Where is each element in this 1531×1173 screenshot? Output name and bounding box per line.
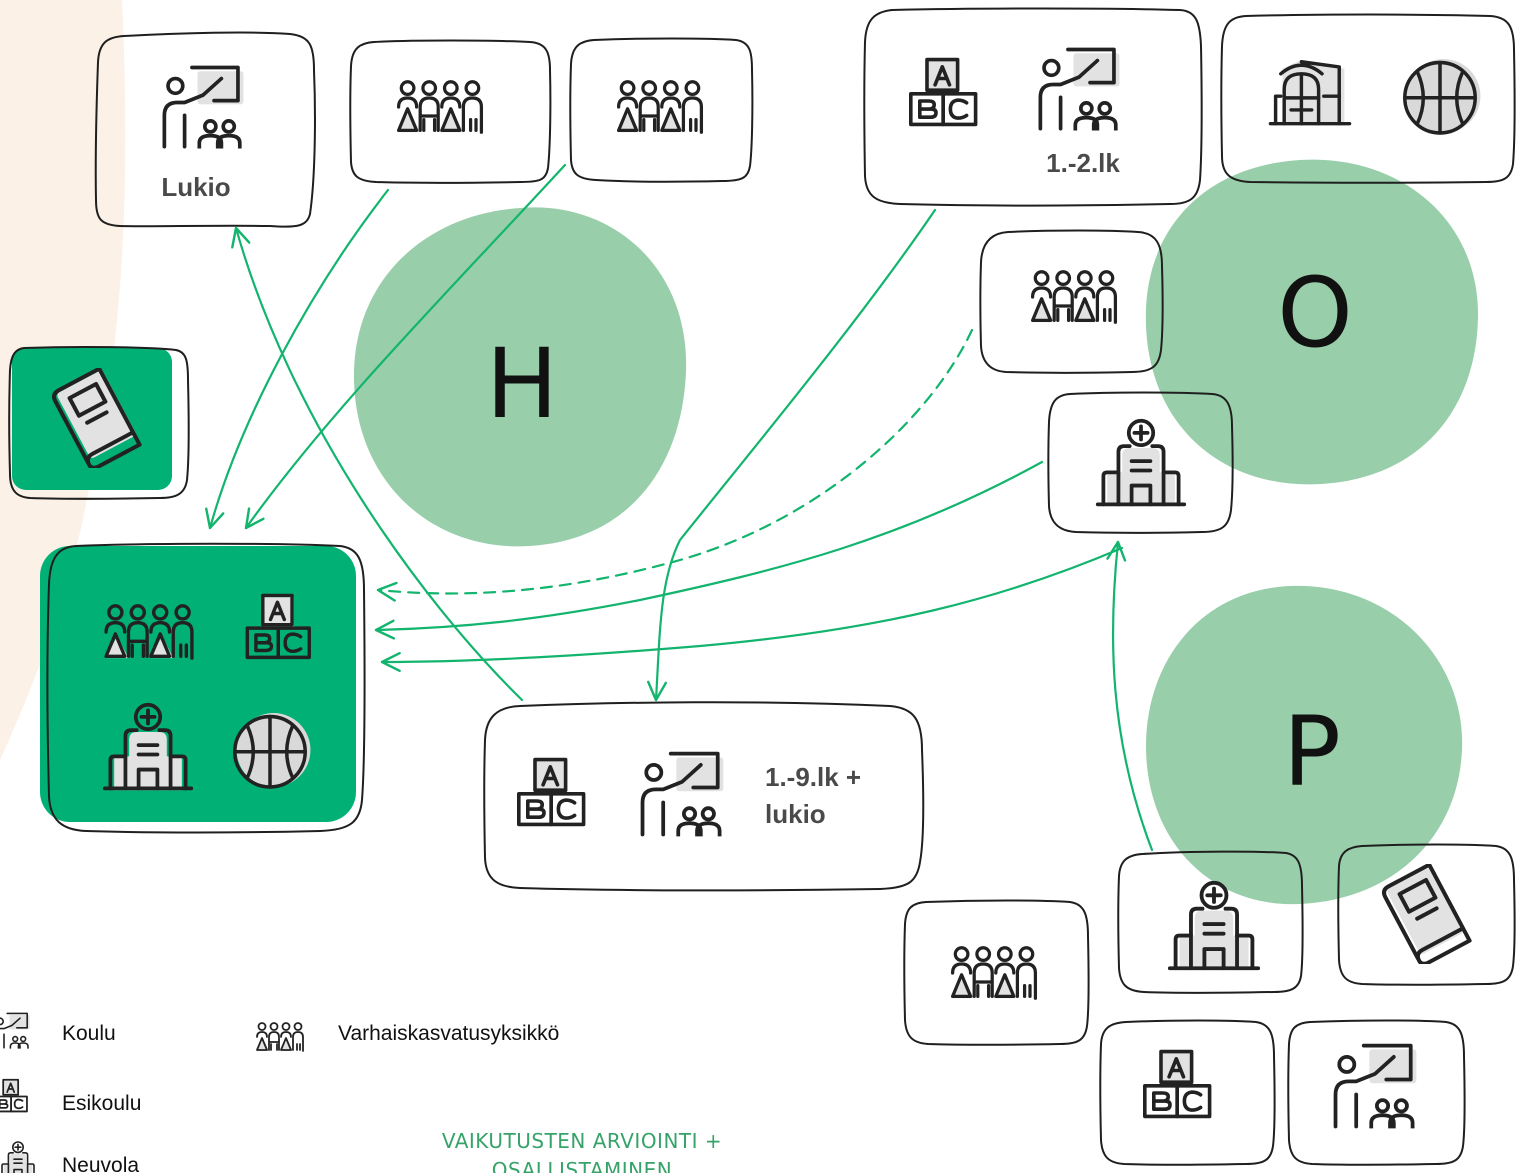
blob-h [353,207,687,547]
teacher-icon [643,754,724,837]
card-book-p [1337,843,1516,986]
abc-blocks-icon [908,57,978,127]
card-book-left [8,345,190,500]
teacher-icon [1336,1046,1417,1129]
legend-esikoulu: Esikoulu [62,1092,141,1115]
footer-line1: VAIKUTUSTEN ARVIOINTI + [442,1129,722,1153]
card-outlines [8,7,1516,1166]
card-abc-p [1099,1019,1276,1166]
blob-p [1146,585,1463,905]
card-label-grade-1-2: 1.-2.lk [1046,148,1120,178]
legend-varhaiskasvatus: Varhaiskasvatusyksikkö [338,1022,559,1045]
basketball-icon [233,711,313,789]
card-children-a [349,39,552,184]
abc-blocks-icon [0,1078,28,1113]
card-label-grade-1-9-line2: lukio [765,799,826,829]
legend-neuvola: Neuvola [62,1154,139,1173]
area-label-p: P [1283,696,1341,808]
arrow-school-to-lukio [231,226,524,702]
arrow-preschool-to-school [647,208,937,702]
card-hub [46,542,366,834]
card-teacher-p [1287,1019,1466,1166]
card-sports [1220,13,1516,184]
area-label-h: H [486,328,558,440]
children-group-icon [1033,272,1116,322]
children-group-icon [619,82,702,132]
sports-hall-icon [1268,58,1352,126]
area-label-o: O [1277,257,1353,369]
arrow-children-b-to-hub [244,163,567,530]
teacher-icon [164,68,243,149]
legend-koulu: Koulu [62,1022,116,1045]
card-lukio [94,31,316,228]
children-group-icon [255,1022,305,1052]
arrow-clinic-o-to-hub [374,460,1044,640]
card-school-main [483,701,925,892]
arrow-children-a-to-hub [205,188,390,530]
teacher-icon [0,1012,31,1050]
footer-line2: OSALLISTAMINEN [492,1158,672,1173]
card-preschool-school [863,7,1203,207]
basketball-icon [1403,57,1483,135]
abc-blocks-icon [1142,1049,1212,1119]
children-group-icon [953,948,1036,998]
card-clinic-o [1047,391,1234,534]
legend: Koulu Esikoulu Neuvola Varhaiskasvatusyk… [0,1012,559,1173]
teacher-icon [1040,50,1119,131]
hub-card-fill [40,546,356,822]
card-children-o [979,229,1164,374]
connection-arrows [205,163,1154,852]
card-children-p [903,899,1090,1046]
card-clinic-p [1117,850,1304,994]
card-children-b [569,37,754,183]
abc-blocks-icon [516,757,586,827]
clinic-icon [0,1141,38,1173]
arrow-children-o-to-hub-dashed [376,328,974,602]
card-label-grade-1-9-line1: 1.-9.lk + [765,762,861,792]
card-label-lukio: Lukio [161,172,230,202]
clinic-icon [1098,421,1184,507]
arrow-clinic-to-hub-lower [380,546,1124,673]
children-group-icon [399,82,482,132]
book-icon [1379,864,1474,964]
arrow-clinic-p-to-clinic-o [1106,540,1154,852]
